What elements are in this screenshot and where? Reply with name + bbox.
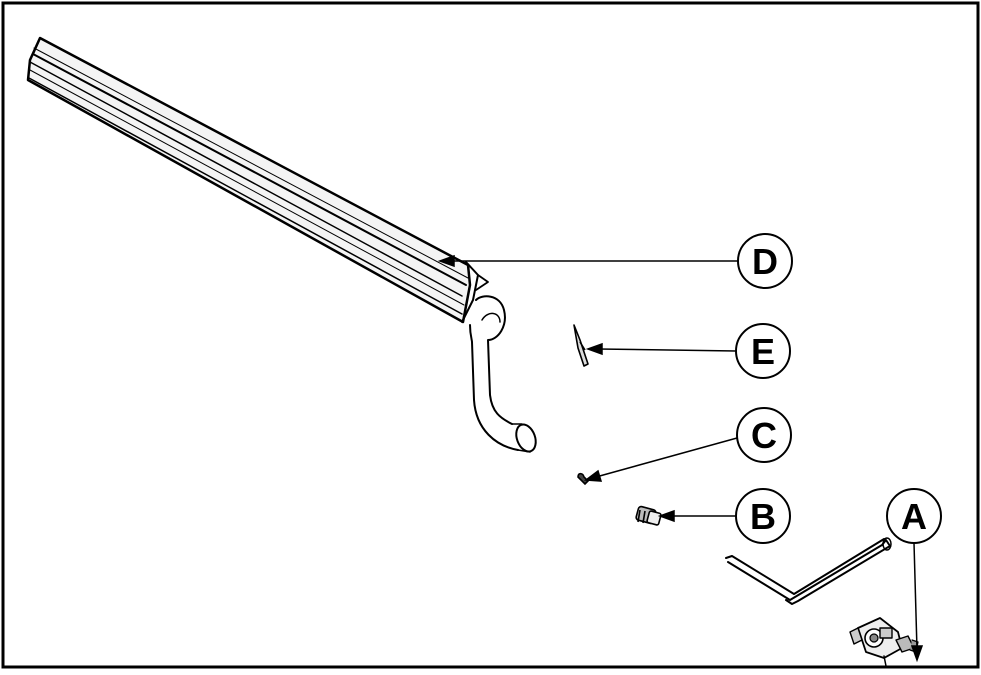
callout-d: D xyxy=(737,233,793,289)
callout-label-a: A xyxy=(901,496,927,537)
leader-a xyxy=(913,542,918,651)
arrowhead-e xyxy=(585,342,603,356)
callout-label-c: C xyxy=(751,415,777,456)
gutter-trough-icon xyxy=(26,36,537,453)
arrowhead-c xyxy=(583,469,603,482)
valve-icon xyxy=(725,537,919,667)
callout-b: B xyxy=(735,488,791,544)
callout-label-e: E xyxy=(751,331,775,372)
fitting-icon xyxy=(635,505,662,526)
leader-e xyxy=(597,348,737,352)
callout-label-d: D xyxy=(752,241,778,282)
callout-a: A xyxy=(886,488,942,544)
bracket-icon xyxy=(573,324,589,367)
callout-label-b: B xyxy=(750,496,776,537)
arrowhead-d xyxy=(437,254,455,268)
arrowhead-a xyxy=(910,645,924,663)
callout-e: E xyxy=(735,323,791,379)
leader-c xyxy=(595,437,738,478)
arrowhead-b xyxy=(657,509,675,523)
leader-lines xyxy=(437,254,924,663)
callout-c: C xyxy=(736,407,792,463)
